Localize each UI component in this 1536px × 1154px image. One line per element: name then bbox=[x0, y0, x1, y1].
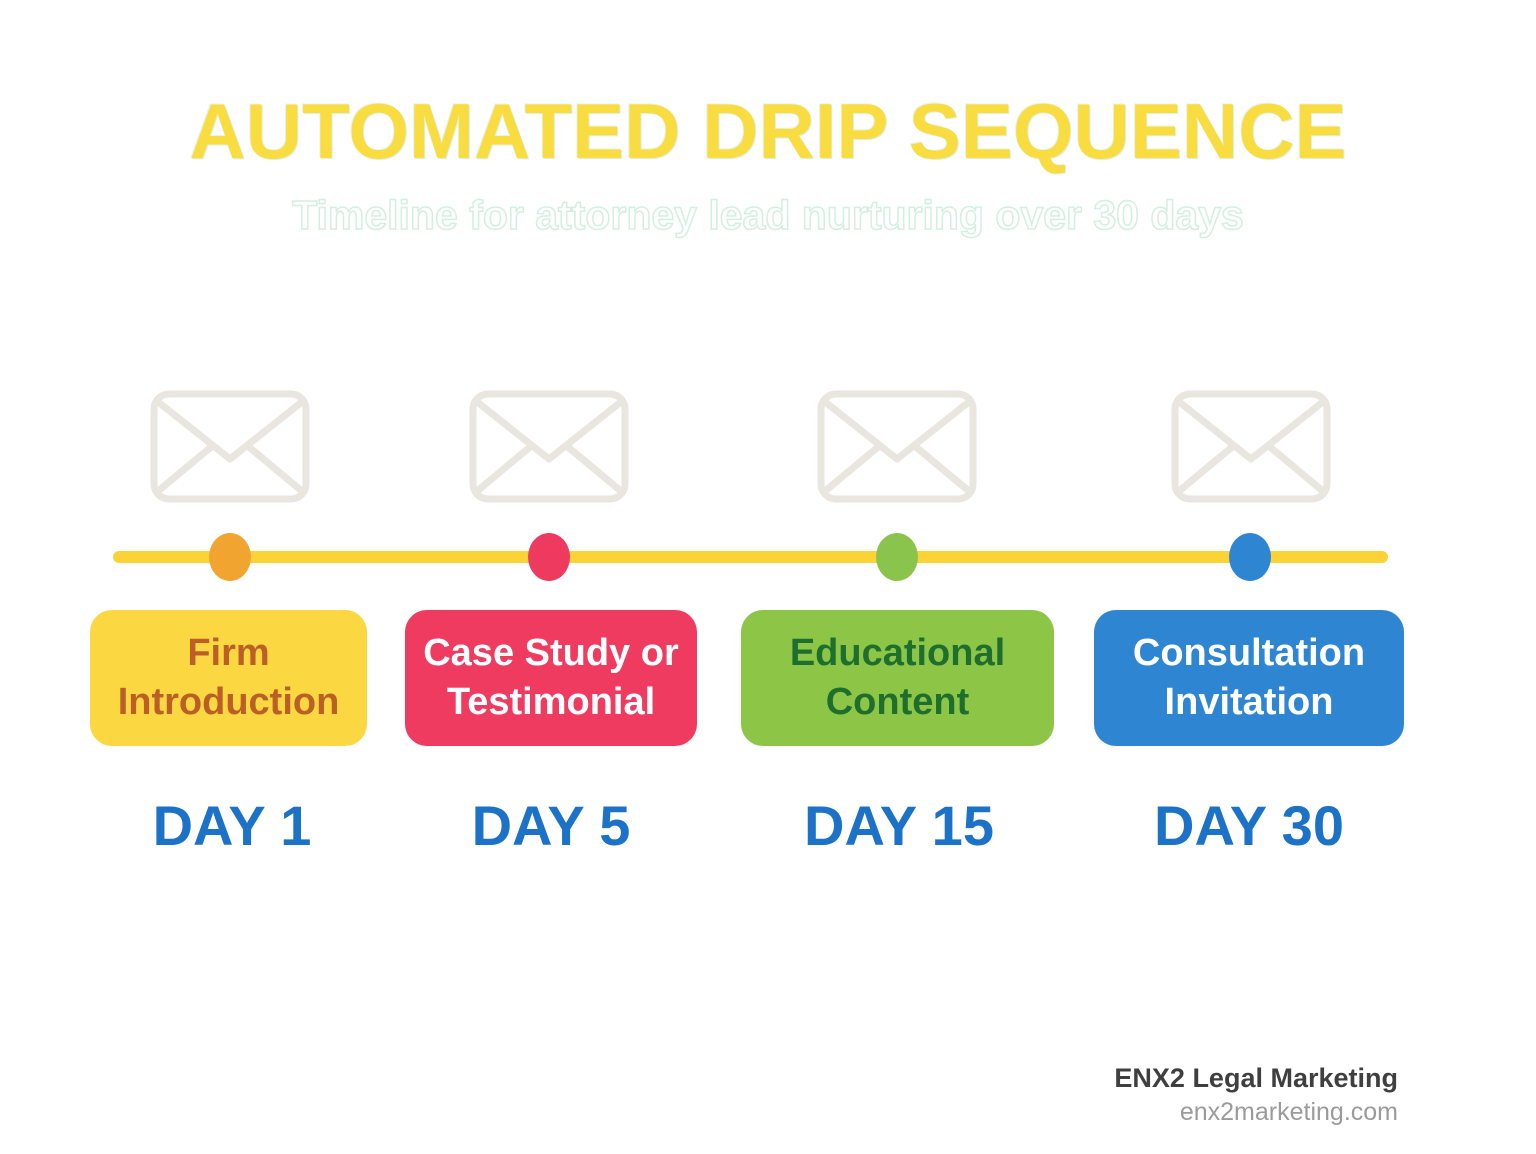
day-label-5: DAY 5 bbox=[471, 794, 631, 857]
timeline-dot-day5 bbox=[528, 533, 570, 581]
page-subtitle: Timeline for attorney lead nurturing ove… bbox=[291, 191, 1244, 239]
timeline-dot-day15 bbox=[876, 533, 918, 581]
day-label-30: DAY 30 bbox=[1154, 794, 1344, 857]
envelope-icon bbox=[817, 390, 977, 503]
step-box-educational-content: Educational Content bbox=[741, 610, 1054, 746]
timeline-dot-day30 bbox=[1229, 533, 1271, 581]
step-box-case-study: Case Study or Testimonial bbox=[405, 610, 697, 746]
footer-brand-name: ENX2 Legal Marketing bbox=[1114, 1063, 1398, 1093]
day-label-1: DAY 1 bbox=[152, 794, 312, 857]
step-box-consultation-invitation: Consultation Invitation bbox=[1094, 610, 1404, 746]
footer-branding: ENX2 Legal Marketing enx2marketing.com bbox=[1114, 1062, 1398, 1128]
envelope-icon bbox=[150, 390, 310, 503]
footer-website: enx2marketing.com bbox=[1179, 1097, 1398, 1126]
envelope-icon bbox=[1171, 390, 1331, 503]
day-label-15: DAY 15 bbox=[804, 794, 994, 857]
envelope-icon bbox=[469, 390, 629, 503]
page-title: AUTOMATED DRIP SEQUENCE bbox=[189, 87, 1347, 175]
timeline-line bbox=[113, 551, 1388, 563]
step-box-firm-introduction: Firm Introduction bbox=[90, 610, 367, 746]
timeline-dot-day1 bbox=[209, 533, 251, 581]
